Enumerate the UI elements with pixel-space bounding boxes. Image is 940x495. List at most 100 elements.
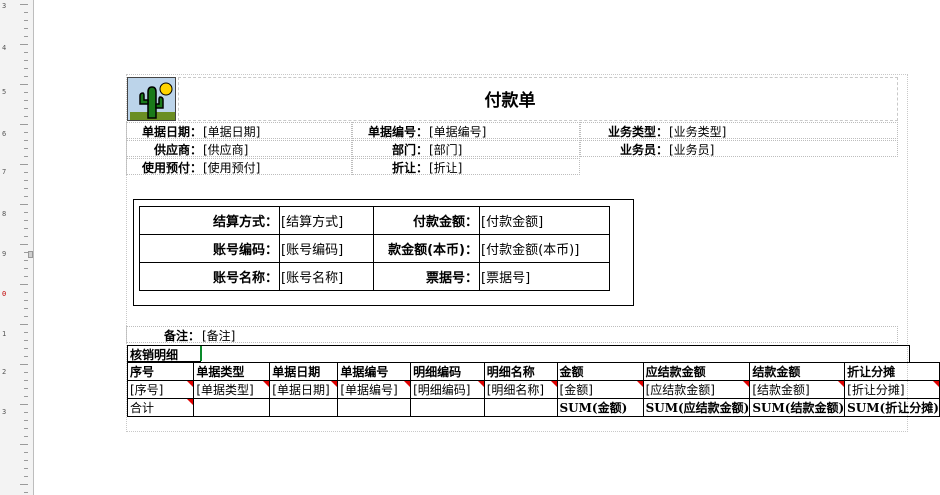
settlement-frame[interactable]: [133, 199, 634, 306]
department-value[interactable]: [部门]: [429, 143, 463, 157]
ruler-tick: [20, 404, 28, 405]
sum-cell[interactable]: [483, 398, 558, 417]
ruler-tick: [20, 284, 28, 285]
column-header[interactable]: 序号: [126, 362, 195, 381]
use-prepay-value[interactable]: [使用预付]: [203, 161, 261, 175]
field-flag-icon: [187, 381, 193, 387]
cactus-icon: [128, 78, 175, 120]
ruler-tick: [24, 28, 28, 29]
ruler-tick: [24, 388, 28, 389]
sum-cell[interactable]: [337, 398, 412, 417]
sum-cell-text: SUM(金额): [559, 401, 628, 415]
sum-cell[interactable]: [269, 398, 339, 417]
sum-cell-text: SUM(应结款金额): [645, 401, 750, 415]
sum-cell[interactable]: SUM(金额): [556, 398, 644, 417]
discount-value[interactable]: [折让]: [429, 161, 463, 175]
doc-date-label: 单据日期：: [141, 125, 202, 139]
column-header[interactable]: 结款金额: [749, 362, 846, 381]
bill-number-value[interactable]: [票据号]: [479, 262, 610, 291]
account-name-label: 账号名称：: [139, 262, 280, 291]
data-cell[interactable]: [应结款金额]: [642, 380, 751, 399]
ruler-tick: [24, 428, 28, 429]
ruler-tick: [24, 116, 28, 117]
ruler-label: 1: [2, 330, 7, 338]
ruler-tick: [24, 348, 28, 349]
ruler-tick: [24, 372, 28, 373]
ruler-tick: [24, 236, 28, 237]
account-name-value[interactable]: [账号名称]: [279, 262, 374, 291]
ruler-tick: [24, 212, 28, 213]
report-title[interactable]: 付款单: [484, 91, 536, 111]
field-box: [580, 140, 898, 157]
column-header[interactable]: 明细名称: [483, 362, 558, 381]
sum-cell[interactable]: [410, 398, 485, 417]
column-header[interactable]: 单据编号: [337, 362, 412, 381]
pay-amount-local-label: 款金额(本币)：: [373, 234, 480, 263]
column-header[interactable]: 单据日期: [269, 362, 339, 381]
sum-cell[interactable]: SUM(应结款金额): [642, 398, 751, 417]
ruler-tick: [24, 316, 28, 317]
data-cell[interactable]: [单据类型]: [193, 380, 271, 399]
data-cell[interactable]: [序号]: [126, 380, 195, 399]
ruler-tick: [24, 12, 28, 13]
ruler-marker[interactable]: [28, 251, 33, 258]
sum-cell-text: SUM(折让分摊): [847, 401, 939, 415]
data-cell-text: [应结款金额]: [645, 383, 715, 397]
doc-number-value[interactable]: [单据编号]: [429, 125, 487, 139]
ruler-tick: [24, 420, 28, 421]
report-page: [126, 74, 908, 432]
ruler-tick: [24, 460, 28, 461]
logo-image[interactable]: [127, 77, 176, 121]
account-code-value[interactable]: [账号编码]: [279, 234, 374, 263]
salesman-value[interactable]: [业务员]: [669, 143, 715, 157]
data-cell-text: [结款金额]: [752, 383, 810, 397]
pay-amount-local-value[interactable]: [付款金额(本币)]: [479, 234, 610, 263]
settle-method-value[interactable]: [结算方式]: [279, 206, 374, 235]
account-code-label: 账号编码：: [139, 234, 280, 263]
column-header[interactable]: 应结款金额: [642, 362, 751, 381]
doc-date-value[interactable]: [单据日期]: [203, 125, 261, 139]
data-cell[interactable]: [折让分摊]: [844, 380, 940, 399]
ruler-label: 3: [2, 2, 7, 10]
data-cell[interactable]: [金额]: [556, 380, 644, 399]
ruler-tick: [24, 260, 28, 261]
ruler-tick: [24, 476, 28, 477]
ruler-tick: [24, 172, 28, 173]
ruler-label: 7: [2, 168, 7, 176]
ruler-tick: [24, 76, 28, 77]
ruler-tick: [24, 108, 28, 109]
doc-number-label: 单据编号：: [367, 125, 428, 139]
ruler-tick: [24, 148, 28, 149]
column-header[interactable]: 折让分摊: [844, 362, 940, 381]
data-cell[interactable]: [结款金额]: [749, 380, 846, 399]
column-header[interactable]: 单据类型: [193, 362, 271, 381]
field-box: [580, 122, 898, 139]
ruler-tick: [24, 60, 28, 61]
supplier-value[interactable]: [供应商]: [203, 143, 249, 157]
data-cell[interactable]: [明细编码]: [410, 380, 485, 399]
data-cell[interactable]: [明细名称]: [483, 380, 558, 399]
ruler-tick: [24, 356, 28, 357]
field-flag-icon: [477, 381, 484, 387]
sum-cell[interactable]: SUM(折让分摊): [844, 398, 940, 417]
data-cell[interactable]: [单据日期]: [269, 380, 339, 399]
sum-cell[interactable]: [193, 398, 271, 417]
remark-value[interactable]: [备注]: [202, 329, 236, 343]
field-box: [126, 326, 898, 343]
detail-section-title[interactable]: 核销明细: [127, 345, 201, 362]
supplier-label: 供应商：: [153, 143, 202, 157]
pay-amount-value[interactable]: [付款金额]: [479, 206, 610, 235]
column-header[interactable]: 明细编码: [410, 362, 485, 381]
biz-type-value[interactable]: [业务类型]: [669, 125, 727, 139]
ruler-tick: [20, 484, 28, 485]
sum-cell[interactable]: SUM(结款金额): [749, 398, 846, 417]
data-cell[interactable]: [单据编号]: [337, 380, 412, 399]
biz-type-label: 业务类型：: [607, 125, 668, 139]
field-box: [352, 140, 580, 157]
ruler-tick: [24, 100, 28, 101]
column-header[interactable]: 金额: [556, 362, 644, 381]
ruler-tick: [20, 164, 28, 165]
sum-cell[interactable]: 合计: [126, 398, 195, 417]
ruler-label: 2: [2, 368, 7, 376]
